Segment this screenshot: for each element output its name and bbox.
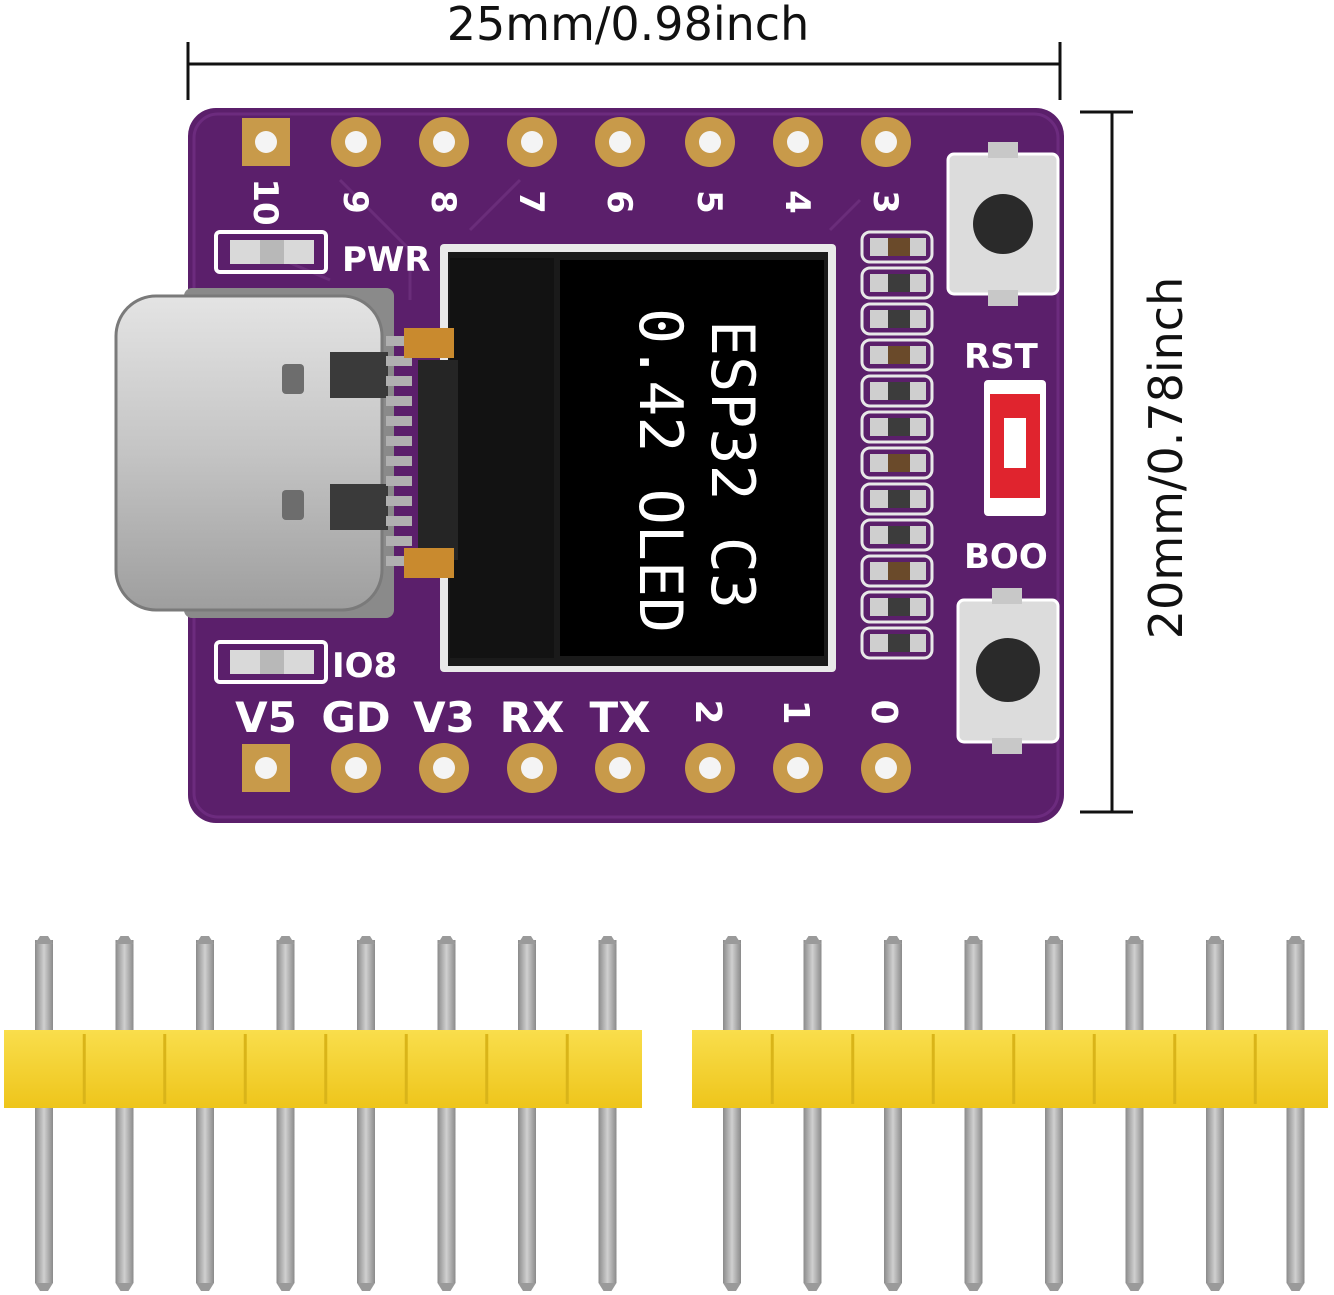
top-pin-hole	[773, 117, 823, 167]
top-pin-label: 7	[511, 190, 551, 214]
top-pin-holes	[242, 117, 911, 167]
header-pin	[803, 936, 822, 1291]
top-pin-hole	[861, 117, 911, 167]
bottom-pin-hole	[685, 743, 735, 793]
top-pin-label: 3	[865, 190, 905, 214]
oled-line-2: 0.42 OLED	[625, 308, 695, 633]
bottom-pin-label: GD	[321, 693, 390, 742]
top-pin-hole	[419, 117, 469, 167]
pwr-led	[214, 230, 328, 274]
red-switch[interactable]	[984, 380, 1046, 516]
rst-button-cap[interactable]	[973, 194, 1033, 254]
header-pin	[437, 936, 456, 1291]
boot-button[interactable]	[956, 588, 1060, 754]
header-pin	[964, 936, 983, 1291]
usb-c-connector	[114, 288, 412, 618]
bottom-pin-label: RX	[500, 693, 565, 742]
rst-button[interactable]	[946, 142, 1060, 306]
top-pin-hole	[242, 118, 290, 166]
oled-line-1: ESP32 C3	[697, 320, 767, 609]
header-pin	[1206, 936, 1224, 1291]
header-pin	[1286, 936, 1305, 1291]
header-pin	[723, 936, 741, 1291]
pin-header-strip-2	[692, 936, 1328, 1291]
bottom-pin-label: 2	[687, 699, 728, 724]
smd-components	[860, 230, 934, 660]
bottom-pin-label: 1	[775, 699, 816, 724]
bottom-pin-holes	[242, 743, 911, 793]
height-dimension: 20mm/0.78inch	[1080, 110, 1193, 814]
top-pin-label: 8	[423, 190, 463, 214]
width-label: 25mm/0.98inch	[447, 0, 809, 51]
bottom-pin-hole	[861, 743, 911, 793]
rst-label: RST	[964, 337, 1039, 377]
height-label: 20mm/0.78inch	[1139, 277, 1193, 639]
bottom-pin-label: V3	[413, 693, 475, 742]
bottom-pin-label: V5	[235, 693, 297, 742]
header-pin	[1045, 936, 1063, 1291]
header-pin	[884, 936, 902, 1291]
bottom-pin-label: TX	[589, 693, 650, 742]
top-pin-hole	[595, 117, 645, 167]
top-pin-labels: 10 9 8 7 6 5 4 3	[245, 178, 905, 225]
top-pin-label: 6	[599, 190, 639, 214]
top-pin-label: 10	[245, 178, 285, 225]
bottom-pin-labels: V5 GD V3 RX TX 2 1 0	[235, 693, 904, 742]
header-pin	[1125, 936, 1144, 1291]
header-pin	[35, 936, 53, 1291]
boot-button-cap[interactable]	[976, 638, 1040, 702]
top-pin-hole	[507, 117, 557, 167]
top-pin-label: 9	[335, 190, 375, 214]
top-pin-hole	[331, 117, 381, 167]
bottom-pin-hole	[242, 744, 290, 792]
bottom-pin-label: 0	[863, 699, 904, 724]
bottom-pin-hole	[773, 743, 823, 793]
header-pin	[196, 936, 214, 1291]
top-pin-label: 4	[777, 190, 817, 214]
header-pin	[115, 936, 134, 1291]
bottom-pin-hole	[331, 743, 381, 793]
bottom-pin-hole	[595, 743, 645, 793]
header-pin	[598, 936, 617, 1291]
bottom-pin-hole	[419, 743, 469, 793]
top-pin-label: 5	[689, 190, 729, 214]
bottom-pin-hole	[507, 743, 557, 793]
oled-module: ESP32 C3 0.42 OLED	[404, 244, 836, 672]
io8-label: IO8	[332, 646, 397, 686]
top-pin-hole	[685, 117, 735, 167]
pwr-label: PWR	[342, 240, 431, 280]
pin-header-strip-1	[4, 936, 642, 1291]
io8-led	[214, 640, 328, 684]
header-pin	[357, 936, 375, 1291]
header-pin	[276, 936, 295, 1291]
oled-screen	[560, 260, 824, 656]
boot-label: BOO	[964, 537, 1048, 577]
width-dimension: 25mm/0.98inch	[186, 0, 1062, 100]
header-pin	[518, 936, 536, 1291]
